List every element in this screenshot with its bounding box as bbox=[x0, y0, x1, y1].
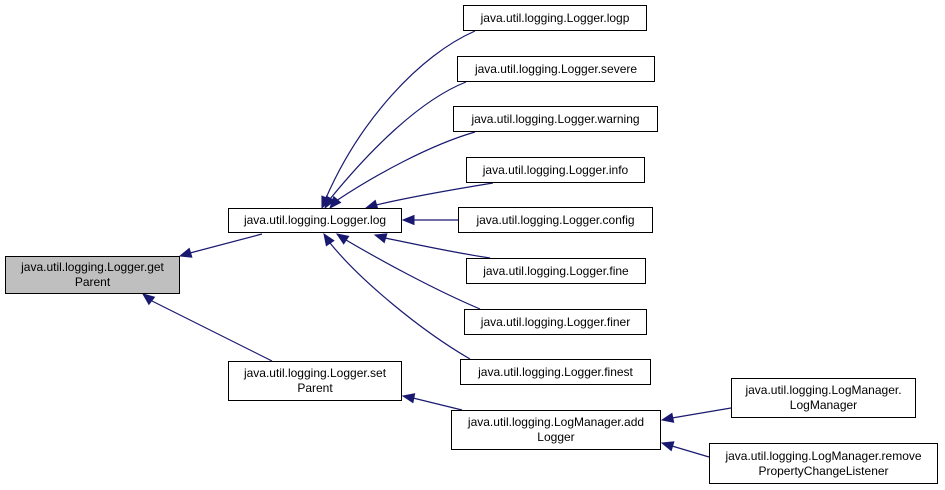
node-label-line1: java.util.logging.LogManager.add bbox=[467, 415, 645, 429]
edge-remove-pcl-to-add-logger bbox=[671, 445, 710, 458]
node-label-line2: LogManager bbox=[789, 398, 858, 412]
node-label-line1: java.util.logging.Logger.severe bbox=[474, 61, 638, 76]
node-label-line1: java.util.logging.Logger.fine bbox=[483, 263, 629, 278]
arrowhead bbox=[335, 233, 350, 245]
edge-log-to-get-parent bbox=[189, 233, 263, 254]
edge-info-to-log bbox=[375, 182, 494, 206]
node-label-line1: java.util.logging.Logger.log bbox=[243, 213, 387, 227]
node-label-line1: java.util.logging.Logger.logp bbox=[480, 10, 630, 25]
arrowhead bbox=[178, 247, 193, 258]
arrowhead bbox=[660, 412, 675, 423]
node-logp[interactable]: java.util.logging.Logger.logp bbox=[463, 5, 647, 31]
node-finest[interactable]: java.util.logging.Logger.finest bbox=[460, 359, 651, 385]
node-warning[interactable]: java.util.logging.Logger.warning bbox=[453, 106, 658, 132]
node-severe[interactable]: java.util.logging.Logger.severe bbox=[457, 56, 655, 82]
edge-fine-to-log bbox=[384, 237, 491, 259]
node-label-line1: java.util.logging.Logger.finer bbox=[480, 314, 631, 329]
node-label-line1: java.util.logging.Logger.info bbox=[482, 162, 629, 177]
edge-log-manager-to-add-logger bbox=[671, 407, 732, 419]
arrowhead bbox=[329, 195, 342, 210]
arrowhead bbox=[141, 293, 156, 306]
node-label-line1: java.util.logging.Logger.warning bbox=[471, 111, 640, 126]
node-label-line1: java.util.logging.Logger.set bbox=[243, 366, 387, 380]
node-label-line1: java.util.logging.LogManager. bbox=[745, 383, 902, 397]
edge-logp-to-log bbox=[325, 30, 476, 199]
arrowhead bbox=[401, 393, 416, 404]
node-log-manager[interactable]: java.util.logging.LogManager.LogManager bbox=[731, 378, 916, 418]
node-label-line2: Logger bbox=[537, 430, 575, 444]
edge-finer-to-log bbox=[345, 239, 481, 310]
node-label-line2: Parent bbox=[297, 381, 333, 395]
arrowhead bbox=[401, 214, 415, 226]
edge-severe-to-log bbox=[329, 81, 467, 200]
arrowhead bbox=[323, 232, 335, 247]
arrowhead bbox=[373, 233, 388, 244]
node-label-line1: java.util.logging.LogManager.remove bbox=[725, 448, 922, 463]
arrowhead bbox=[660, 441, 675, 452]
node-label-line1: java.util.logging.Logger.config bbox=[476, 212, 635, 227]
edge-warning-to-log bbox=[335, 131, 476, 202]
node-fine[interactable]: java.util.logging.Logger.fine bbox=[466, 258, 646, 284]
edge-set-parent-to-get-parent bbox=[151, 300, 273, 362]
node-log[interactable]: java.util.logging.Logger.log bbox=[228, 208, 402, 233]
node-config[interactable]: java.util.logging.Logger.config bbox=[458, 207, 653, 233]
arrowhead bbox=[324, 195, 336, 210]
edge-add-logger-to-set-parent bbox=[412, 397, 463, 411]
node-label-line1: java.util.logging.Logger.finest bbox=[478, 364, 633, 379]
node-label-line2: PropertyChangeListener bbox=[758, 463, 889, 478]
edge-finest-to-log bbox=[329, 242, 471, 360]
node-label-line1: java.util.logging.Logger.get bbox=[21, 260, 164, 274]
node-finer[interactable]: java.util.logging.Logger.finer bbox=[464, 309, 647, 335]
node-info[interactable]: java.util.logging.Logger.info bbox=[466, 157, 645, 183]
node-label-line2: Parent bbox=[74, 275, 111, 289]
